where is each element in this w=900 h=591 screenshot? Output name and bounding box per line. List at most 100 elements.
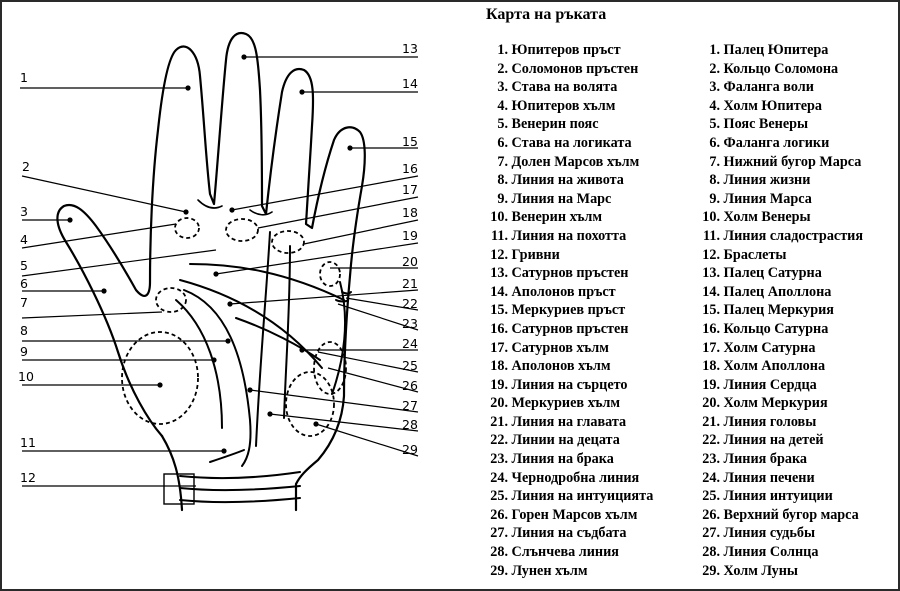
legend-bg-item-number: 7. [497,153,508,170]
legend-bg-item-number: 14. [490,283,508,300]
callout-6: 6 [20,276,28,291]
legend-ru-item-label: Линия на детей [723,432,824,449]
sun-line [283,245,291,419]
legend-bg-item-number: 26. [490,506,508,523]
legend-bg-item-number: 16. [490,320,508,337]
legend-ru-item-number: 9. [709,190,720,207]
legend-bg-item-label: Юпитеров хълм [511,97,616,114]
legend-bg-item-number: 29. [490,562,508,579]
callout-28: 28 [402,417,418,432]
apollo-mount [271,230,305,254]
callout-8: 8 [20,323,28,338]
legend-ru-item-label: Палец Аполлона [723,283,832,300]
callout-26: 26 [402,378,418,393]
leader-line [337,303,419,331]
legend-ru-item-number: 10. [702,209,720,226]
legend-ru-item: 2. Кольцо Соломона [698,60,863,79]
legend-bg-item: 23. Линия на брака [488,450,653,469]
legend-bg-item-number: 25. [490,488,508,505]
legend-bg-item-label: Гривни [511,246,560,263]
legend-bg-item: 22. Линии на децата [488,431,653,450]
legend-ru-item: 15. Палец Меркурия [698,301,863,320]
venus-mount [121,331,199,425]
leader-line [231,175,419,211]
heart-line [189,263,345,301]
legend-bg-item-number: 9. [497,190,508,207]
legend-ru-item-number: 5. [709,116,720,133]
callout-2: 2 [22,159,30,174]
legend-ru-item-number: 28. [702,544,720,561]
legend-ru-item-label: Палец Сатурна [723,265,822,282]
legend-ru-item: 7. Нижний бугор Марса [698,153,863,172]
mars-line [175,299,223,429]
legend-ru-item-label: Холм Сатурна [723,339,816,356]
legend-bg-item: 13. Сатурнов пръстен [488,264,653,283]
legend-bg-item-label: Става на волята [511,79,618,96]
marriage-line [335,299,349,303]
legend-ru-item-number: 25. [702,488,720,505]
legend-bg-item: 9. Линия на Марс [488,190,653,209]
legend-ru-item-label: Палец Меркурия [723,302,834,319]
diagram-title: Карта на ръката [486,6,607,23]
legend-ru-item-number: 27. [702,525,720,542]
legend-bg-item: 3. Става на волята [488,78,653,97]
legend-ru-item-number: 3. [709,79,720,96]
legend-ru-item-number: 14. [702,283,720,300]
legend-bg-item: 1. Юпитеров пръст [488,41,653,60]
legend-bg-item-label: Долен Марсов хълм [511,153,640,170]
legend-ru-item: 23. Линия брака [698,450,863,469]
legend-ru-item-label: Линия Марса [723,190,812,207]
legend-bg-item-number: 23. [490,451,508,468]
legend-ru-item-label: Верхний бугор марса [723,506,859,523]
callout-17: 17 [402,182,418,197]
saturn-mount [225,218,259,242]
legend-ru-item-label: Холм Юпитера [723,97,823,114]
legend-ru-item: 4. Холм Юпитера [698,97,863,116]
legend-bg-item-number: 19. [490,376,508,393]
callout-29: 29 [402,442,418,457]
legend-ru-item-label: Холм Луны [723,562,798,579]
leader-line [229,289,419,305]
legend-ru-item-number: 23. [702,451,720,468]
legend-bg-item-label: Линия на главата [511,413,627,430]
legend-bg-item: 14. Аполонов пръст [488,283,653,302]
legend-bg-item-number: 13. [490,265,508,282]
leader-line [215,242,419,275]
callout-16: 16 [402,161,418,176]
legend-ru-item-number: 18. [702,358,720,375]
legend-bg-item: 8. Линия на живота [488,171,653,190]
legend-bg-item-number: 18. [490,358,508,375]
legend-ru-item-label: Пояс Венеры [723,116,809,133]
legend-bg-item: 5. Венерин пояс [488,115,653,134]
bracelet-line [179,485,301,492]
callout-5: 5 [20,258,28,273]
callout-15: 15 [402,134,418,149]
legend-ru-item-number: 20. [702,395,720,412]
legend-ru-item-number: 1. [709,42,720,58]
legend-bg-item-label: Линии на децата [511,432,620,449]
legend-ru-item: 21. Линия головы [698,413,863,432]
callout-13: 13 [402,41,418,56]
fate-line [255,231,271,447]
legend-ru-item-number: 2. [709,60,720,77]
leader-line [303,219,419,245]
legend-ru-item: 20. Холм Меркурия [698,394,863,413]
legend-ru-item: 9. Линия Марса [698,190,863,209]
legend-bg-item-label: Слънчева линия [511,544,619,561]
callout-19: 19 [402,228,418,243]
callout-11: 11 [20,435,36,450]
legend-ru-item-number: 19. [702,376,720,393]
legend-bg-item: 6. Става на логиката [488,134,653,153]
legend-ru-item-number: 13. [702,265,720,282]
legend-bg-item-label: Соломонов пръстен [511,60,639,77]
legend-bg-item: 10. Венерин хълм [488,208,653,227]
legend-bg-item-label: Венерин пояс [511,116,599,133]
legend-ru-item-label: Холм Аполлона [723,358,826,375]
legend-bg-item-number: 3. [497,79,508,96]
leader-line [327,367,419,393]
legend-ru-item: 27. Линия судьбы [698,524,863,543]
legend-ru-item-number: 8. [709,172,720,189]
legend-ru-item: 16. Кольцо Сатурна [698,320,863,339]
